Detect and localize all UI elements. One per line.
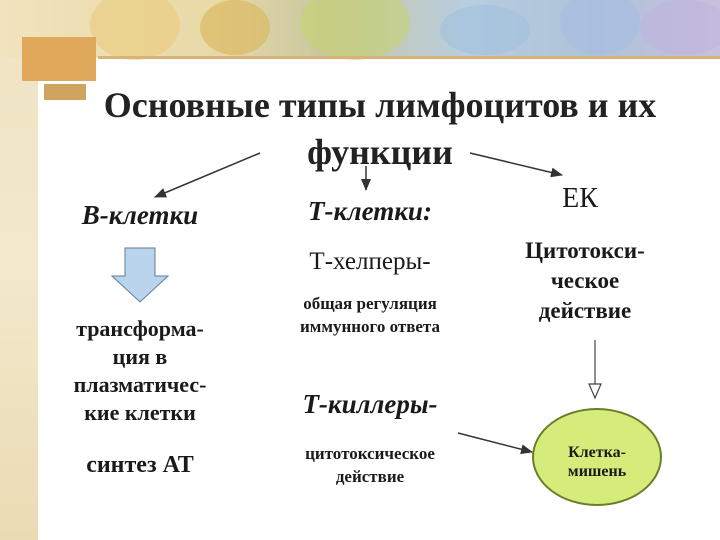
b-cells-result-line: ция в [112, 344, 168, 369]
t-killers-description: цитотоксическое действие [270, 442, 470, 488]
slide-title: Основные типы лимфоцитов и их функции [40, 82, 720, 176]
nk-function-line: Цитотокси- [525, 238, 645, 263]
nk-cells-function: Цитотокси- ческое действие [490, 236, 680, 326]
b-cells-result-line: кие клетки [84, 400, 196, 425]
t-cells-label: Т-клетки: [308, 196, 432, 226]
decorative-square [22, 37, 96, 81]
target-cell-circle [532, 408, 662, 506]
title-line-2: функции [307, 132, 453, 172]
b-cells-synthesis: синтез АТ [86, 452, 194, 478]
t-killers-desc-line: цитотоксическое [305, 444, 435, 463]
arrow-nk-to-target-head [588, 383, 602, 400]
decorative-square [44, 84, 86, 100]
t-killers-desc-line: действие [335, 467, 405, 486]
arrow-to-b-cells [154, 152, 261, 198]
t-helpers-label: Т-хелперы- [309, 248, 431, 275]
nk-function-line: ческое [550, 268, 620, 293]
block-arrow-b-cells [110, 247, 170, 303]
b-cells-label: В-клетки [81, 200, 199, 230]
t-helpers-desc-line: общая регуляция [303, 294, 437, 313]
t-helpers-description: общая регуляция иммунного ответа [258, 292, 482, 338]
header-divider [98, 56, 720, 59]
decorative-left-band [0, 0, 38, 540]
title-line-1: Основные типы лимфоцитов и их [103, 85, 657, 125]
target-cell-line: Клетка- [568, 444, 626, 461]
arrow-killers-to-target [457, 432, 533, 455]
b-cells-result: трансформа- ция в плазматичес- кие клетк… [40, 315, 240, 427]
decorative-top-banner [0, 0, 720, 60]
nk-cells-label: ЕК [562, 183, 598, 214]
nk-function-line: действие [538, 298, 632, 323]
target-cell-label: Клетка- мишень [532, 443, 662, 481]
b-cells-result-line: плазматичес- [73, 372, 207, 397]
t-killers-label: Т-киллеры- [302, 389, 438, 419]
b-cells-result-line: трансформа- [76, 316, 204, 341]
arrow-to-nk-cells [469, 152, 563, 178]
t-helpers-desc-line: иммунного ответа [299, 317, 440, 336]
target-cell-line: мишень [567, 463, 627, 480]
